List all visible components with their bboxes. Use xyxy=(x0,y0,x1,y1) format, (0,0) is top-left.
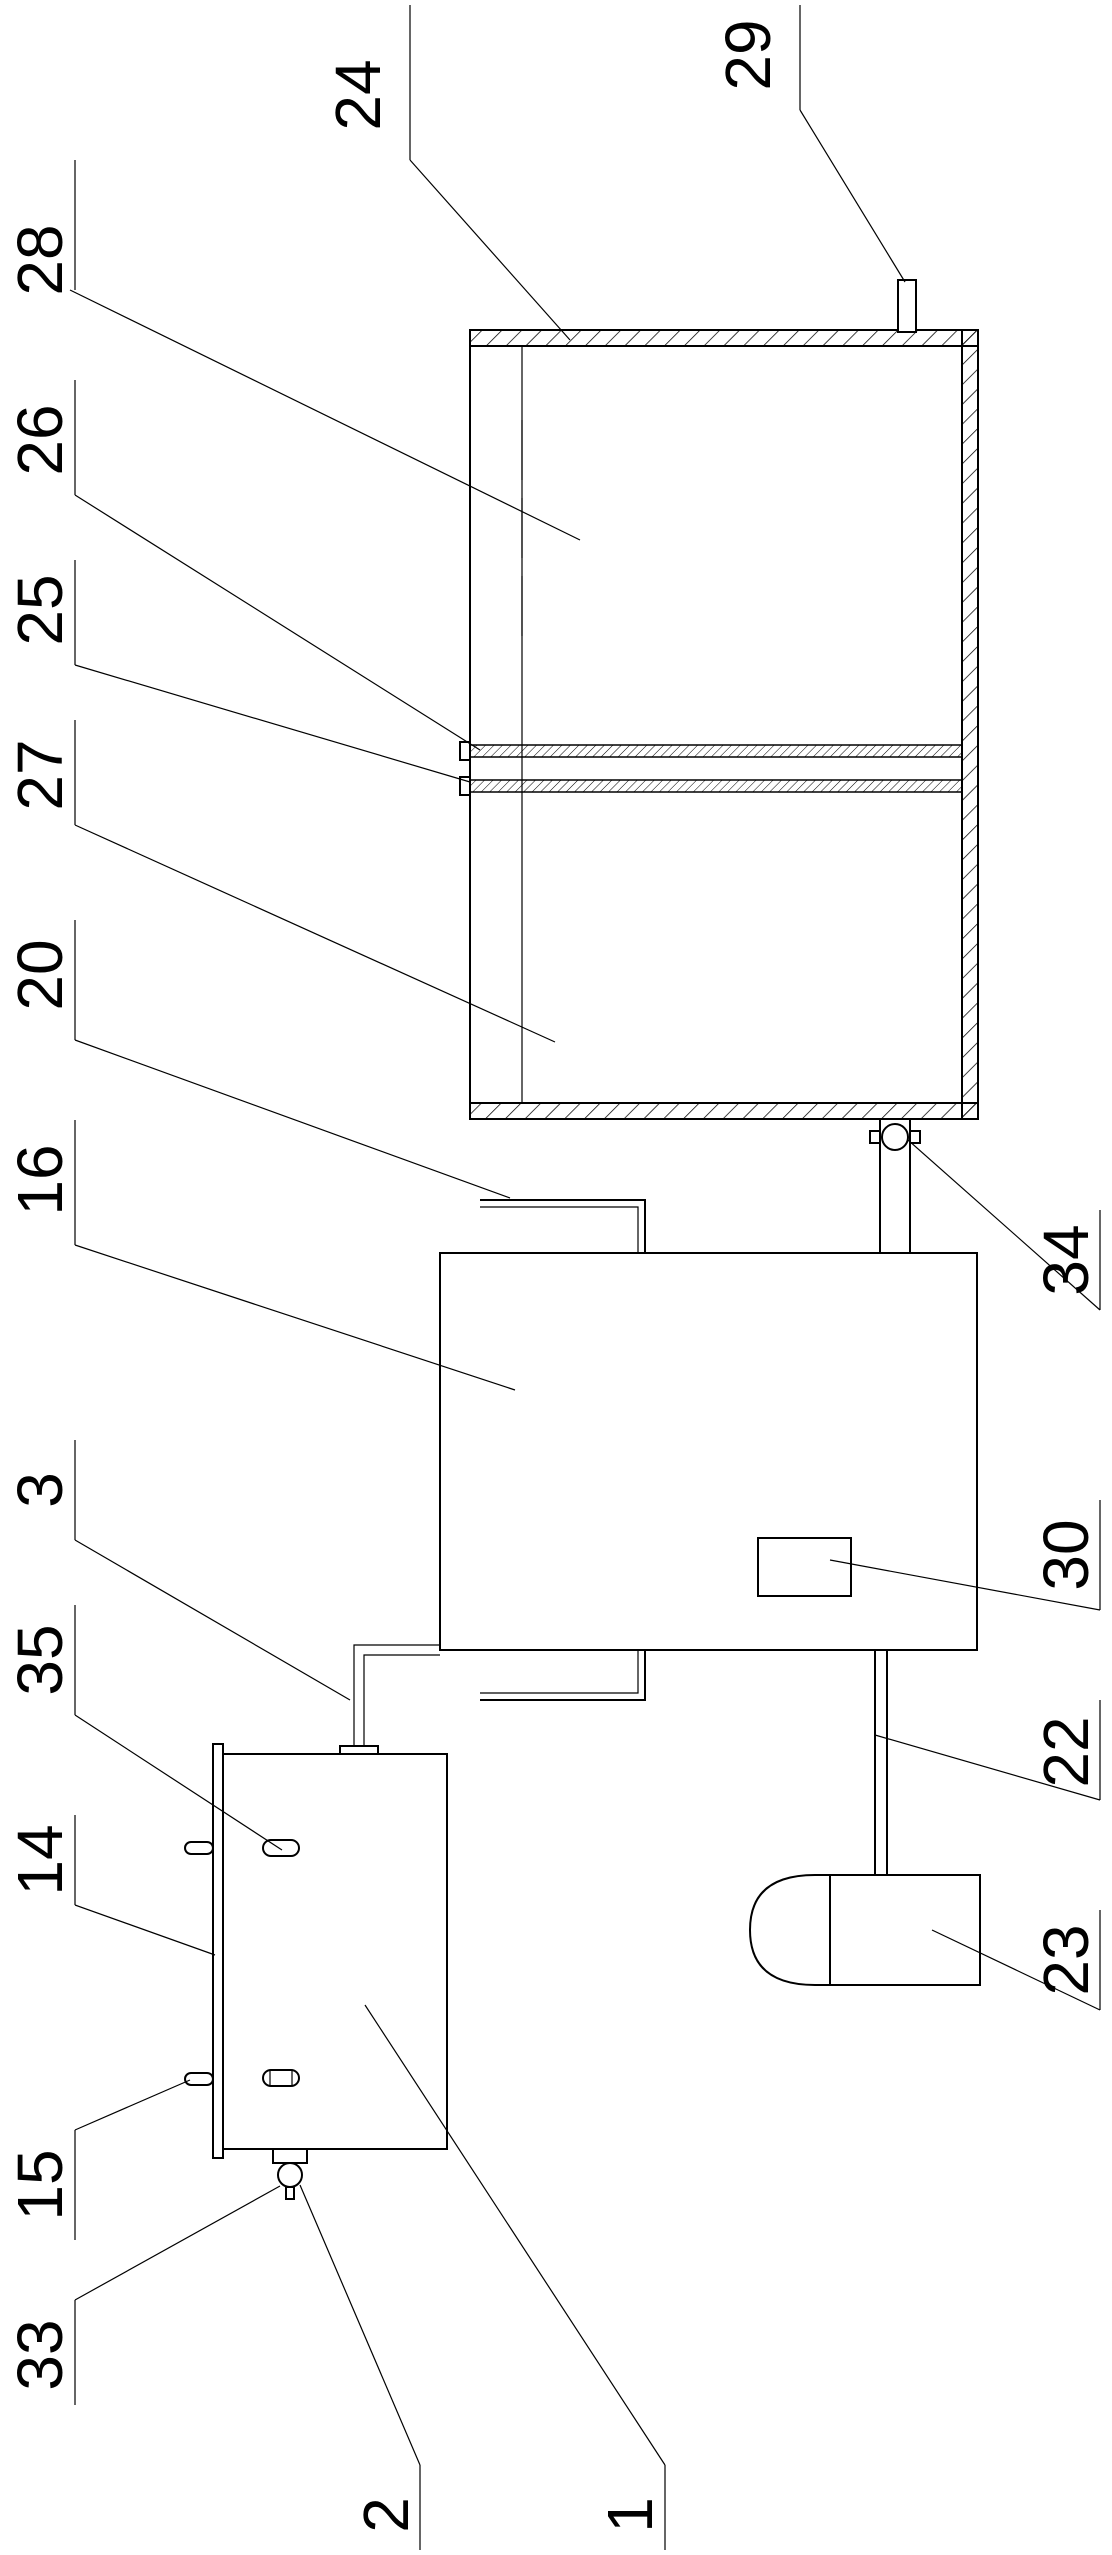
label-group: 24 29 28 26 25 27 20 16 3 35 14 15 33 2 … xyxy=(4,19,1102,2532)
label-24: 24 xyxy=(322,59,394,130)
label-1: 1 xyxy=(594,2497,666,2533)
box-1 xyxy=(221,1753,448,2150)
label-20: 20 xyxy=(4,939,76,1010)
label-16: 16 xyxy=(4,1144,76,1215)
component-30 xyxy=(757,1537,852,1597)
label-30: 30 xyxy=(1030,1519,1102,1590)
label-33: 33 xyxy=(4,2319,76,2390)
label-3: 3 xyxy=(4,1472,76,1508)
hook-20-top xyxy=(480,1199,646,1253)
label-25: 25 xyxy=(4,574,76,645)
tank-24 xyxy=(459,279,979,1120)
bolt-15 xyxy=(184,2072,214,2086)
label-14: 14 xyxy=(4,1824,76,1895)
label-15: 15 xyxy=(4,2149,76,2220)
label-26: 26 xyxy=(4,404,76,475)
tank-24-wall-right xyxy=(961,329,979,1120)
outlet-pipe-29 xyxy=(897,279,917,333)
partition-26 xyxy=(465,744,963,758)
leader-lines xyxy=(69,5,1101,2550)
lid-14 xyxy=(212,1743,224,2159)
label-27: 27 xyxy=(4,739,76,810)
bolt-35 xyxy=(184,1841,214,1855)
valve-34 xyxy=(881,1123,909,1151)
valve-33 xyxy=(277,2162,303,2188)
slot-35 xyxy=(262,1839,300,1857)
label-29: 29 xyxy=(712,19,784,90)
label-28: 28 xyxy=(4,224,76,295)
drain-2 xyxy=(272,2148,308,2164)
label-22: 22 xyxy=(1030,1716,1102,1787)
slot-15 xyxy=(262,2069,300,2087)
pipe-22 xyxy=(874,1649,888,1876)
pipe-with-valve-34 xyxy=(869,1118,921,1254)
hook-20-bottom xyxy=(480,1650,646,1701)
pipe-3 xyxy=(353,1644,440,1754)
tank-24-wall-bottom xyxy=(469,1102,979,1120)
partition-27 xyxy=(465,779,963,793)
box-16 xyxy=(439,1252,978,1651)
label-2: 2 xyxy=(350,2497,422,2533)
label-35: 35 xyxy=(4,1624,76,1695)
label-34: 34 xyxy=(1030,1224,1102,1295)
pump-23-dome xyxy=(748,1874,831,1986)
label-23: 23 xyxy=(1030,1924,1102,1995)
pump-23 xyxy=(829,1874,981,1986)
